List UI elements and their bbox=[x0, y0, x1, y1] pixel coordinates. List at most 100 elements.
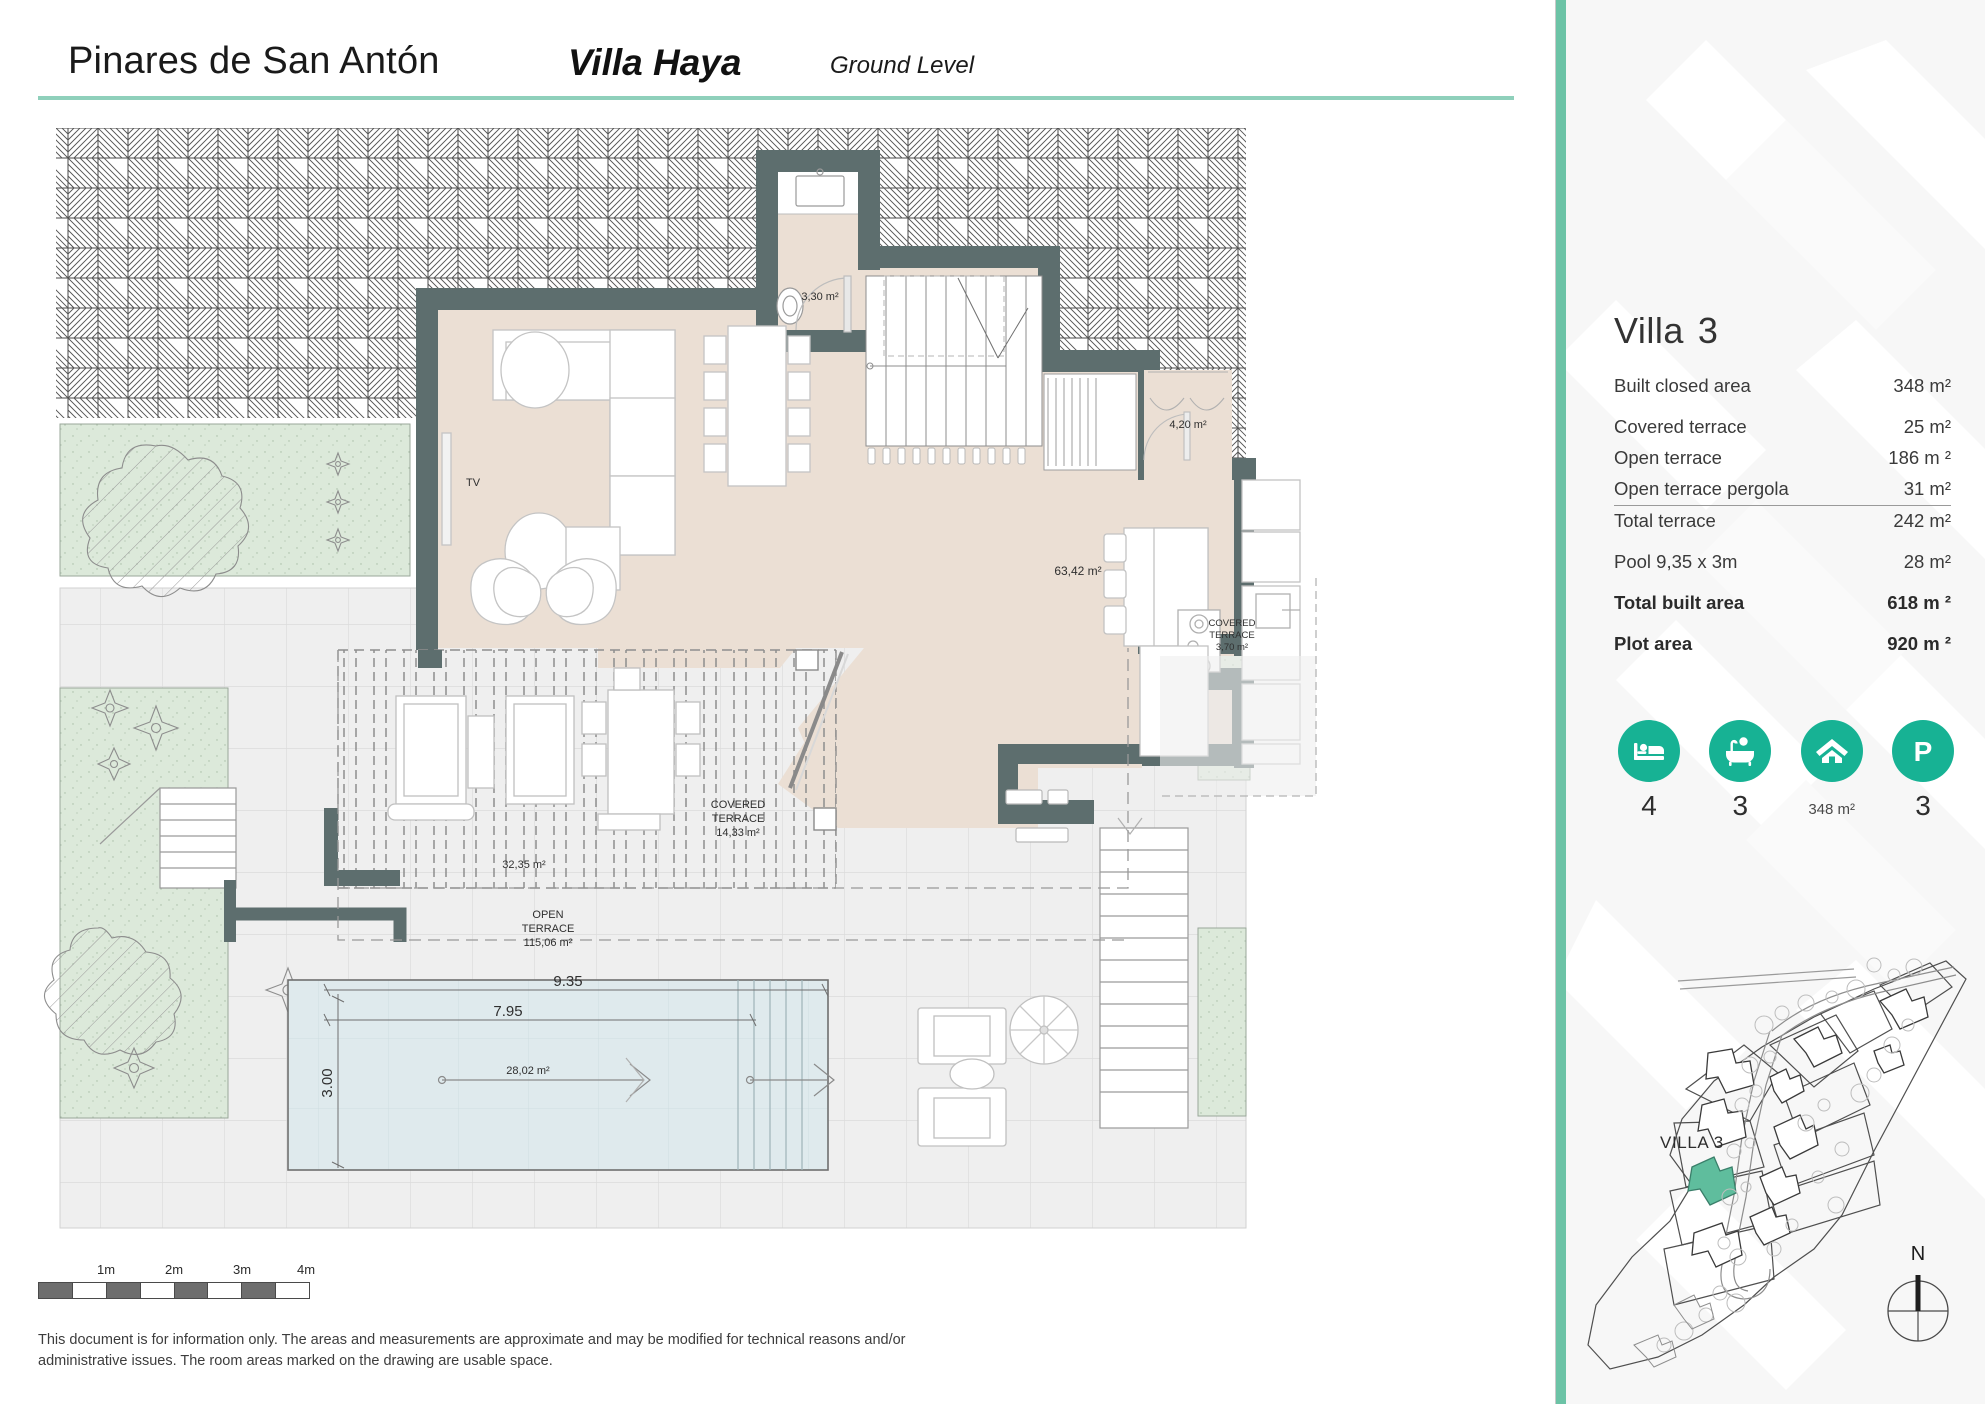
spec-label: Total built area bbox=[1614, 592, 1745, 613]
open-terrace-line1: OPEN bbox=[532, 909, 563, 921]
side-terrace-line2: TERRACE bbox=[1209, 630, 1254, 641]
living-room-furniture bbox=[441, 329, 676, 626]
scale-segment bbox=[39, 1283, 73, 1298]
outdoor-lounge bbox=[917, 995, 1079, 1147]
staircase bbox=[865, 275, 1043, 465]
feature-bathrooms: 3 bbox=[1703, 720, 1777, 822]
pergola-structure bbox=[324, 649, 837, 889]
bed-icon bbox=[1634, 743, 1664, 760]
feature-built-area: 348 m² bbox=[1795, 720, 1869, 822]
floorplan-drawing: TV bbox=[38, 128, 1546, 1238]
spec-label: Open terrace pergola bbox=[1614, 477, 1789, 499]
swimming-pool bbox=[287, 979, 835, 1171]
spec-value: 242 m² bbox=[1893, 510, 1951, 531]
bedroom-count: 4 bbox=[1641, 790, 1657, 821]
villa-name-title: Villa Haya bbox=[568, 42, 742, 83]
parking-icon: P bbox=[1914, 736, 1933, 767]
scale-segment bbox=[72, 1283, 107, 1298]
spec-value: 28 m² bbox=[1903, 551, 1951, 572]
house-icon bbox=[1815, 739, 1848, 763]
spec-row-total-built-area: Total built area 618 m ² bbox=[1614, 588, 1951, 619]
spec-value: 25 m² bbox=[1903, 415, 1951, 437]
spec-row-plot-area: Plot area 920 m ² bbox=[1614, 629, 1951, 660]
spec-row-open-terrace: Open terrace 186 m ² bbox=[1614, 442, 1951, 473]
built-area-value: 348 m² bbox=[1808, 801, 1855, 818]
lower-fixtures bbox=[1005, 789, 1069, 843]
spec-label: Pool 9,35 x 3m bbox=[1614, 551, 1738, 572]
scale-bar-segments bbox=[38, 1282, 310, 1299]
spec-value: 186 m ² bbox=[1888, 446, 1951, 468]
terrace-columns bbox=[418, 649, 837, 831]
spec-row-open-terrace-pergola: Open terrace pergola 31 m² bbox=[1614, 473, 1951, 506]
covered-terrace-line1: COVERED bbox=[711, 799, 765, 811]
site-map: VILLA 3 N bbox=[1574, 905, 1985, 1385]
dining-furniture bbox=[703, 325, 811, 487]
pergola-area: 32,35 m² bbox=[502, 859, 546, 871]
spec-label: Open terrace bbox=[1614, 446, 1722, 468]
villa-title-word: Villa bbox=[1614, 310, 1684, 351]
scale-segment bbox=[242, 1283, 277, 1298]
pool-dim-inner: 7.95 bbox=[493, 1003, 522, 1020]
compass-icon bbox=[1887, 1275, 1949, 1342]
specs-table: Built closed area 348 m² Covered terrace… bbox=[1614, 370, 1951, 660]
open-terrace-area: 115,06 m² bbox=[524, 937, 573, 949]
bed-icon-circle bbox=[1618, 720, 1680, 782]
spec-row-covered-terrace: Covered terrace 25 m² bbox=[1614, 411, 1951, 442]
info-sidebar: Villa 3 Built closed area 348 m² Covered … bbox=[1555, 0, 1985, 1404]
pool-dim-outer: 9.35 bbox=[553, 973, 582, 990]
bathroom-count: 3 bbox=[1732, 790, 1749, 821]
terrace-low-wall bbox=[234, 907, 407, 942]
spec-value: 31 m² bbox=[1903, 477, 1951, 499]
spec-row-total-terrace: Total terrace 242 m² bbox=[1614, 506, 1951, 537]
open-terrace-line2: TERRACE bbox=[522, 923, 575, 935]
utility-room-fixtures bbox=[1143, 370, 1232, 480]
covered-terrace-area: 14,33 m² bbox=[716, 827, 760, 839]
sitemap-villa-label: VILLA 3 bbox=[1660, 1133, 1724, 1152]
page-header: Pinares de San Antón Villa Haya Ground L… bbox=[0, 0, 1560, 108]
scale-bar-labels: 1m 2m 3m 4m bbox=[38, 1262, 318, 1280]
wc-fixtures bbox=[776, 168, 852, 333]
project-title: Pinares de San Antón bbox=[68, 40, 440, 82]
house-icon-circle bbox=[1800, 720, 1863, 782]
tv-label: TV bbox=[466, 477, 481, 489]
living-area: 63,42 m² bbox=[1054, 564, 1101, 578]
spec-label: Plot area bbox=[1614, 633, 1693, 654]
spec-value: 348 m² bbox=[1893, 374, 1951, 396]
spec-label: Covered terrace bbox=[1614, 415, 1747, 437]
scale-segment bbox=[208, 1283, 243, 1298]
pool-dim-width: 3.00 bbox=[319, 1068, 336, 1097]
floorplan-svg: TV bbox=[38, 128, 1546, 1238]
parking-icon-circle: P bbox=[1891, 720, 1954, 782]
sidebar-accent-bar bbox=[1556, 0, 1566, 1404]
villa-title: Villa 3 bbox=[1614, 310, 1718, 352]
svg-text:P: P bbox=[1914, 736, 1933, 767]
disclaimer-text: This document is for information only. T… bbox=[38, 1332, 906, 1369]
villa-title-number: 3 bbox=[1697, 310, 1719, 351]
spec-label: Total terrace bbox=[1614, 510, 1716, 531]
scale-segment bbox=[140, 1283, 175, 1298]
site-map-svg bbox=[1587, 957, 1967, 1370]
feature-parking: P 3 bbox=[1886, 720, 1960, 822]
utility-area: 4,20 m² bbox=[1169, 419, 1207, 431]
spec-value: 618 m ² bbox=[1887, 592, 1951, 613]
scale-segment bbox=[174, 1283, 209, 1298]
scale-tick-3m: 3m bbox=[232, 1262, 252, 1277]
sidebar-watermark bbox=[1556, 0, 1985, 1404]
side-terrace-area: 3,70 m² bbox=[1216, 642, 1248, 653]
covered-terrace-line2: TERRACE bbox=[712, 813, 765, 825]
spec-value: 920 m ² bbox=[1887, 633, 1951, 654]
side-covered-terrace bbox=[1160, 578, 1317, 797]
scale-tick-4m: 4m bbox=[296, 1262, 316, 1277]
exterior-stairs-right bbox=[1099, 817, 1189, 1129]
closet bbox=[1043, 373, 1137, 471]
compass-rose: N bbox=[1872, 1243, 1964, 1353]
bathtub-icon-circle bbox=[1709, 720, 1772, 782]
highlighted-villa-plot bbox=[1687, 1156, 1737, 1206]
bathtub-icon bbox=[1726, 737, 1755, 766]
pool-area: 28,02 m² bbox=[506, 1065, 550, 1077]
planting bbox=[43, 444, 351, 1090]
feature-bedrooms: 4 bbox=[1612, 720, 1686, 822]
scale-bar: 1m 2m 3m 4m bbox=[38, 1262, 318, 1306]
feature-icons: 4 bbox=[1612, 720, 1960, 822]
